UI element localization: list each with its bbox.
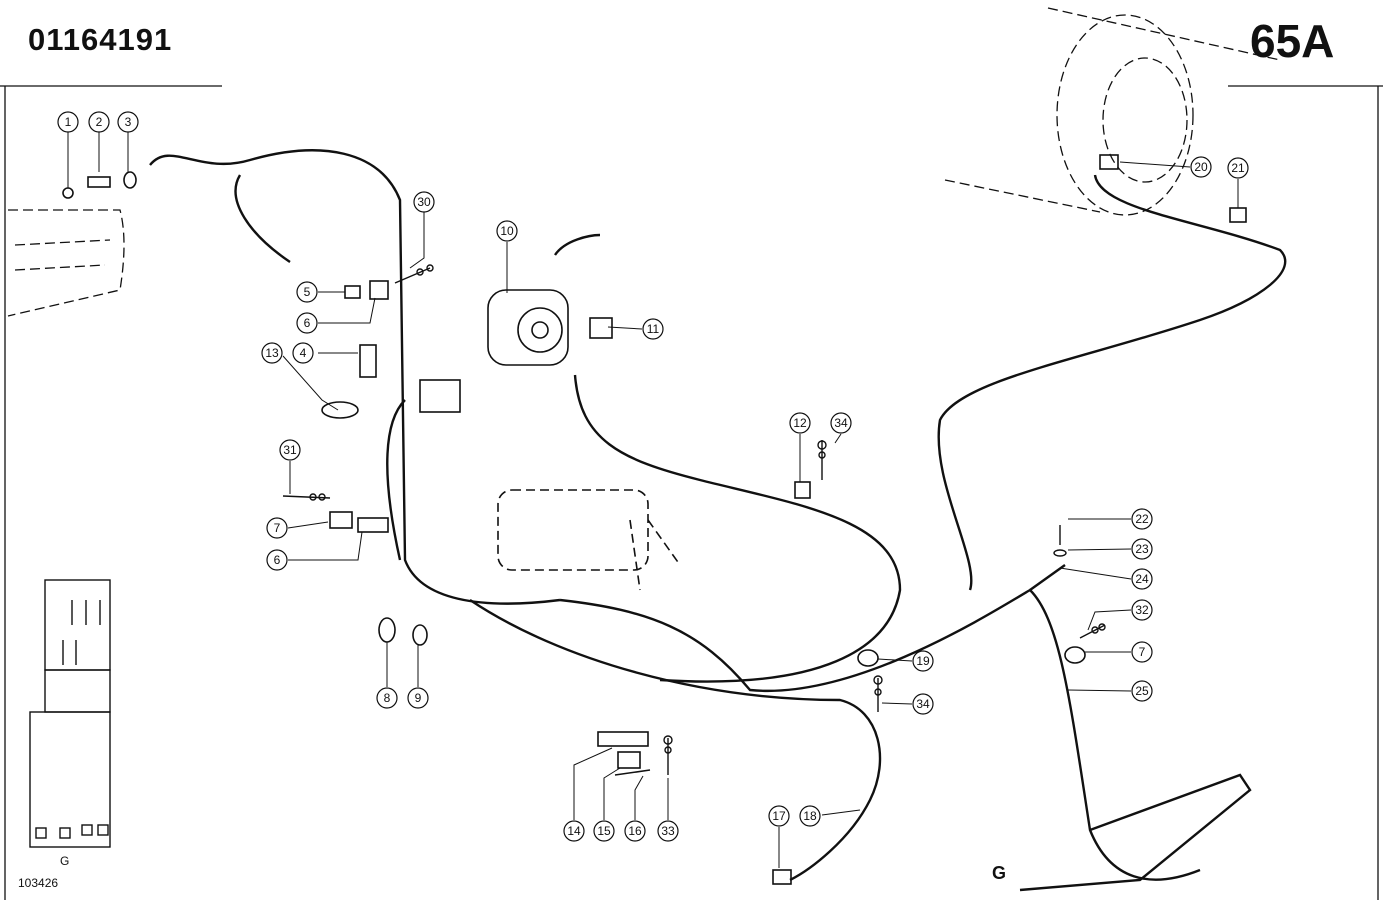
callout-numbers: 1 2 3 30 5 6 13 4 10 11 31 7 6 12 34 20 … [65, 115, 1245, 838]
callout-30: 30 [417, 195, 431, 209]
callout-12: 12 [793, 416, 807, 430]
fuel-tank [7, 209, 125, 317]
callout-11: 11 [647, 322, 660, 336]
callout-34-lower: 34 [916, 697, 930, 711]
callout-7-left: 7 [274, 521, 281, 535]
leader-lines [67, 132, 1239, 868]
control-box-inset [29, 579, 111, 848]
callout-5: 5 [304, 285, 311, 299]
callout-2: 2 [96, 115, 103, 129]
callout-18: 18 [803, 809, 817, 823]
callout-14: 14 [567, 824, 581, 838]
callout-circles [57, 111, 1249, 842]
callout-4: 4 [300, 346, 307, 360]
callout-32: 32 [1135, 603, 1149, 617]
callout-3: 3 [125, 115, 132, 129]
callout-10: 10 [500, 224, 514, 238]
callout-16: 16 [628, 824, 642, 838]
callout-23: 23 [1135, 542, 1149, 556]
hardware-parts [62, 154, 1247, 885]
callout-31: 31 [283, 443, 297, 457]
callout-33: 33 [661, 824, 675, 838]
callout-25: 25 [1135, 684, 1149, 698]
callout-6-lower: 6 [274, 553, 281, 567]
callout-13: 13 [265, 346, 279, 360]
callout-9: 9 [415, 691, 422, 705]
wheel [944, 7, 1281, 216]
callout-6-upper: 6 [304, 316, 311, 330]
callout-34-upper: 34 [834, 416, 848, 430]
figure-id: 103426 [18, 876, 59, 890]
wire-harness [149, 149, 1287, 892]
callout-1: 1 [65, 115, 72, 129]
fasteners [282, 264, 1106, 775]
callout-8: 8 [384, 691, 391, 705]
callout-7-right: 7 [1139, 645, 1146, 659]
view-label-g: G [992, 863, 1007, 883]
starter-motor [497, 489, 681, 591]
callout-20: 20 [1194, 160, 1208, 174]
inset-label: G [60, 854, 70, 868]
callout-22: 22 [1135, 512, 1149, 526]
callout-21: 21 [1231, 161, 1245, 175]
callout-19: 19 [916, 654, 930, 668]
part-number: 01164191 [28, 22, 173, 57]
callout-17: 17 [772, 809, 786, 823]
alternator [487, 289, 569, 366]
callout-15: 15 [597, 824, 611, 838]
callout-24: 24 [1135, 572, 1149, 586]
page-code: 65A [1250, 15, 1335, 67]
